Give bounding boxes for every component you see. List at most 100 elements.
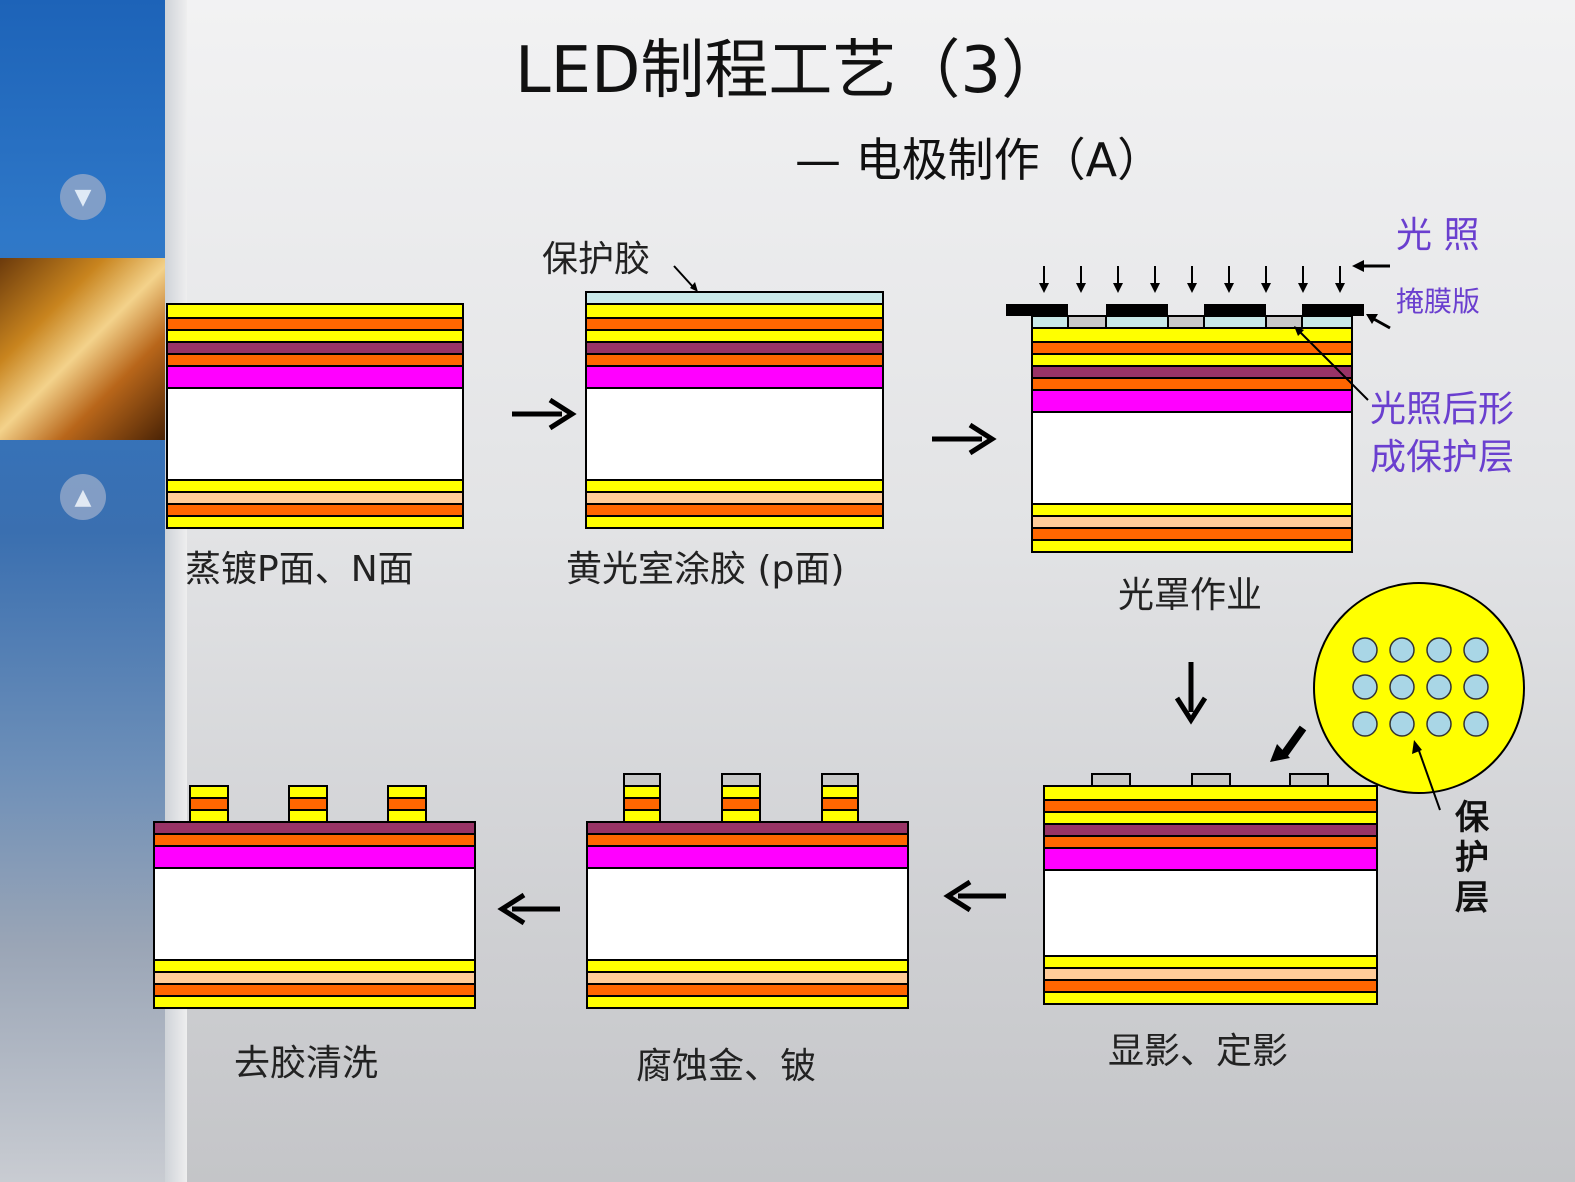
protect-layer-pointer <box>1417 747 1441 811</box>
wafer1-bottom-layer-2 <box>166 503 464 517</box>
arrow-icon-3 <box>1174 696 1208 725</box>
wafer1-top-layer-5 <box>166 365 464 389</box>
electrode-dot-2-2 <box>1426 711 1452 737</box>
electrode-dot-0-1 <box>1389 637 1415 663</box>
wafer5-pillar-0-layer-1 <box>623 797 661 811</box>
wafer5-pillar-1-layer-2 <box>721 809 761 823</box>
wafer2-top-layer-4 <box>585 353 884 367</box>
wafer5-pillar-0-cap <box>623 773 661 787</box>
wafer2-top-layer-1 <box>585 317 884 331</box>
wafer5-pillar-1-layer-0 <box>721 785 761 799</box>
wafer2-top-layer-3 <box>585 341 884 355</box>
wafer5-bottom-layer-2 <box>586 983 909 997</box>
wafer2-photoresist <box>585 291 884 305</box>
electrode-dot-2-0 <box>1352 711 1378 737</box>
wafer6-pillar-2-layer-1 <box>387 797 427 811</box>
mask-bar-1 <box>1106 304 1168 316</box>
wafer4-bottom-layer-3 <box>1043 991 1378 1005</box>
protect-layer-label-1: 保 <box>1455 798 1489 838</box>
wafer1-bottom-layer-0 <box>166 479 464 493</box>
wafer5-bottom-layer-3 <box>586 995 909 1009</box>
wafer5-pillar-2-layer-0 <box>821 785 859 799</box>
electrode-dot-2-3 <box>1463 711 1489 737</box>
wafer3-top-layer-3 <box>1031 365 1353 379</box>
wafer6-top-layer-0 <box>153 821 476 835</box>
wafer6-top-layer-1 <box>153 833 476 847</box>
wafer4-protect-pad-0 <box>1091 773 1131 787</box>
wafer5-pillar-2-layer-1 <box>821 797 859 811</box>
wafer5-pillar-1-cap <box>721 773 761 787</box>
wafer4-top-layer-2 <box>1043 811 1378 825</box>
wafer4-bottom-layer-2 <box>1043 979 1378 993</box>
protect-layer-label-3: 层 <box>1455 878 1489 918</box>
wafer3-top-layer-2 <box>1031 353 1353 367</box>
light-pointer-head <box>1352 260 1364 272</box>
wafer2-substrate <box>585 387 884 481</box>
wafer3-substrate <box>1031 411 1353 505</box>
wafer1-bottom-layer-1 <box>166 491 464 505</box>
wafer6-pillar-0-layer-0 <box>189 785 229 799</box>
wafer3-top-layer-1 <box>1031 341 1353 355</box>
wafer2-bottom-layer-1 <box>585 491 884 505</box>
protect-formed-label-2: 成保护层 <box>1370 437 1515 478</box>
electrode-dot-1-0 <box>1352 674 1378 700</box>
wafer6-pillar-0-layer-1 <box>189 797 229 811</box>
wafer3-bottom-layer-3 <box>1031 539 1353 553</box>
page-title: LED制程工艺（3） <box>515 34 1066 108</box>
wafer3-bottom-layer-2 <box>1031 527 1353 541</box>
wafer1-substrate <box>166 387 464 481</box>
page-subtitle: — 电极制作（A） <box>795 133 1164 187</box>
electrode-dot-0-2 <box>1426 637 1452 663</box>
wafer4-top-layer-4 <box>1043 835 1378 849</box>
wafer4-substrate <box>1043 869 1378 957</box>
wafer5-substrate <box>586 867 909 961</box>
sidebar-photo <box>0 258 165 440</box>
wafer4-top-layer-5 <box>1043 847 1378 871</box>
protect-formed-label-1: 光照后形 <box>1370 389 1515 430</box>
zoom-arrow-icon <box>1270 744 1290 762</box>
arrow-icon-4 <box>943 879 972 913</box>
photoresist-label: 保护胶 <box>542 239 651 280</box>
arrow-icon-2 <box>968 422 997 456</box>
down-arrow-icon-8 <box>1335 283 1345 293</box>
wafer6-bottom-layer-3 <box>153 995 476 1009</box>
wafer5-pillar-2-cap <box>821 773 859 787</box>
wafer2-bottom-layer-0 <box>585 479 884 493</box>
mask-pointer-head <box>1366 314 1378 324</box>
mask-bar-0 <box>1006 304 1068 316</box>
wafer2-bottom-layer-3 <box>585 515 884 529</box>
down-arrow-icon-4 <box>1187 283 1197 293</box>
wafer5-bottom-layer-0 <box>586 959 909 973</box>
light-label: 光 照 <box>1396 215 1480 256</box>
step-label-etch: 腐蚀金、铍 <box>636 1046 817 1087</box>
wafer1-bottom-layer-3 <box>166 515 464 529</box>
down-arrow-icon-5 <box>1224 283 1234 293</box>
wafer4-top-layer-3 <box>1043 823 1378 837</box>
wafer4-bottom-layer-0 <box>1043 955 1378 969</box>
wafer5-pillar-0-layer-2 <box>623 809 661 823</box>
wafer6-substrate <box>153 867 476 961</box>
wafer1-top-layer-2 <box>166 329 464 343</box>
wafer2-top-layer-2 <box>585 329 884 343</box>
wafer4-top-layer-0 <box>1043 785 1378 801</box>
wafer6-bottom-layer-1 <box>153 971 476 985</box>
wafer5-pillar-2-layer-2 <box>821 809 859 823</box>
wafer1-top-layer-4 <box>166 353 464 367</box>
arrow-icon-5 <box>497 892 526 926</box>
step-label-mask: 光罩作业 <box>1118 575 1263 616</box>
wafer5-bottom-layer-1 <box>586 971 909 985</box>
wafer6-pillar-1-layer-0 <box>288 785 328 799</box>
protect-formed-pointer-head <box>1294 326 1304 336</box>
wafer6-top-layer-2 <box>153 845 476 869</box>
zoom-arrow-shaft <box>1279 725 1307 759</box>
down-arrow-icon-6 <box>1261 283 1271 293</box>
mask-label: 掩膜版 <box>1396 285 1481 318</box>
photoresist-pointer <box>673 265 695 289</box>
mask-pointer <box>1371 316 1391 330</box>
wafer1-top-layer-1 <box>166 317 464 331</box>
down-arrow-icon-0 <box>1039 283 1049 293</box>
wafer6-bottom-layer-0 <box>153 959 476 973</box>
zoom-circle <box>1313 582 1525 794</box>
